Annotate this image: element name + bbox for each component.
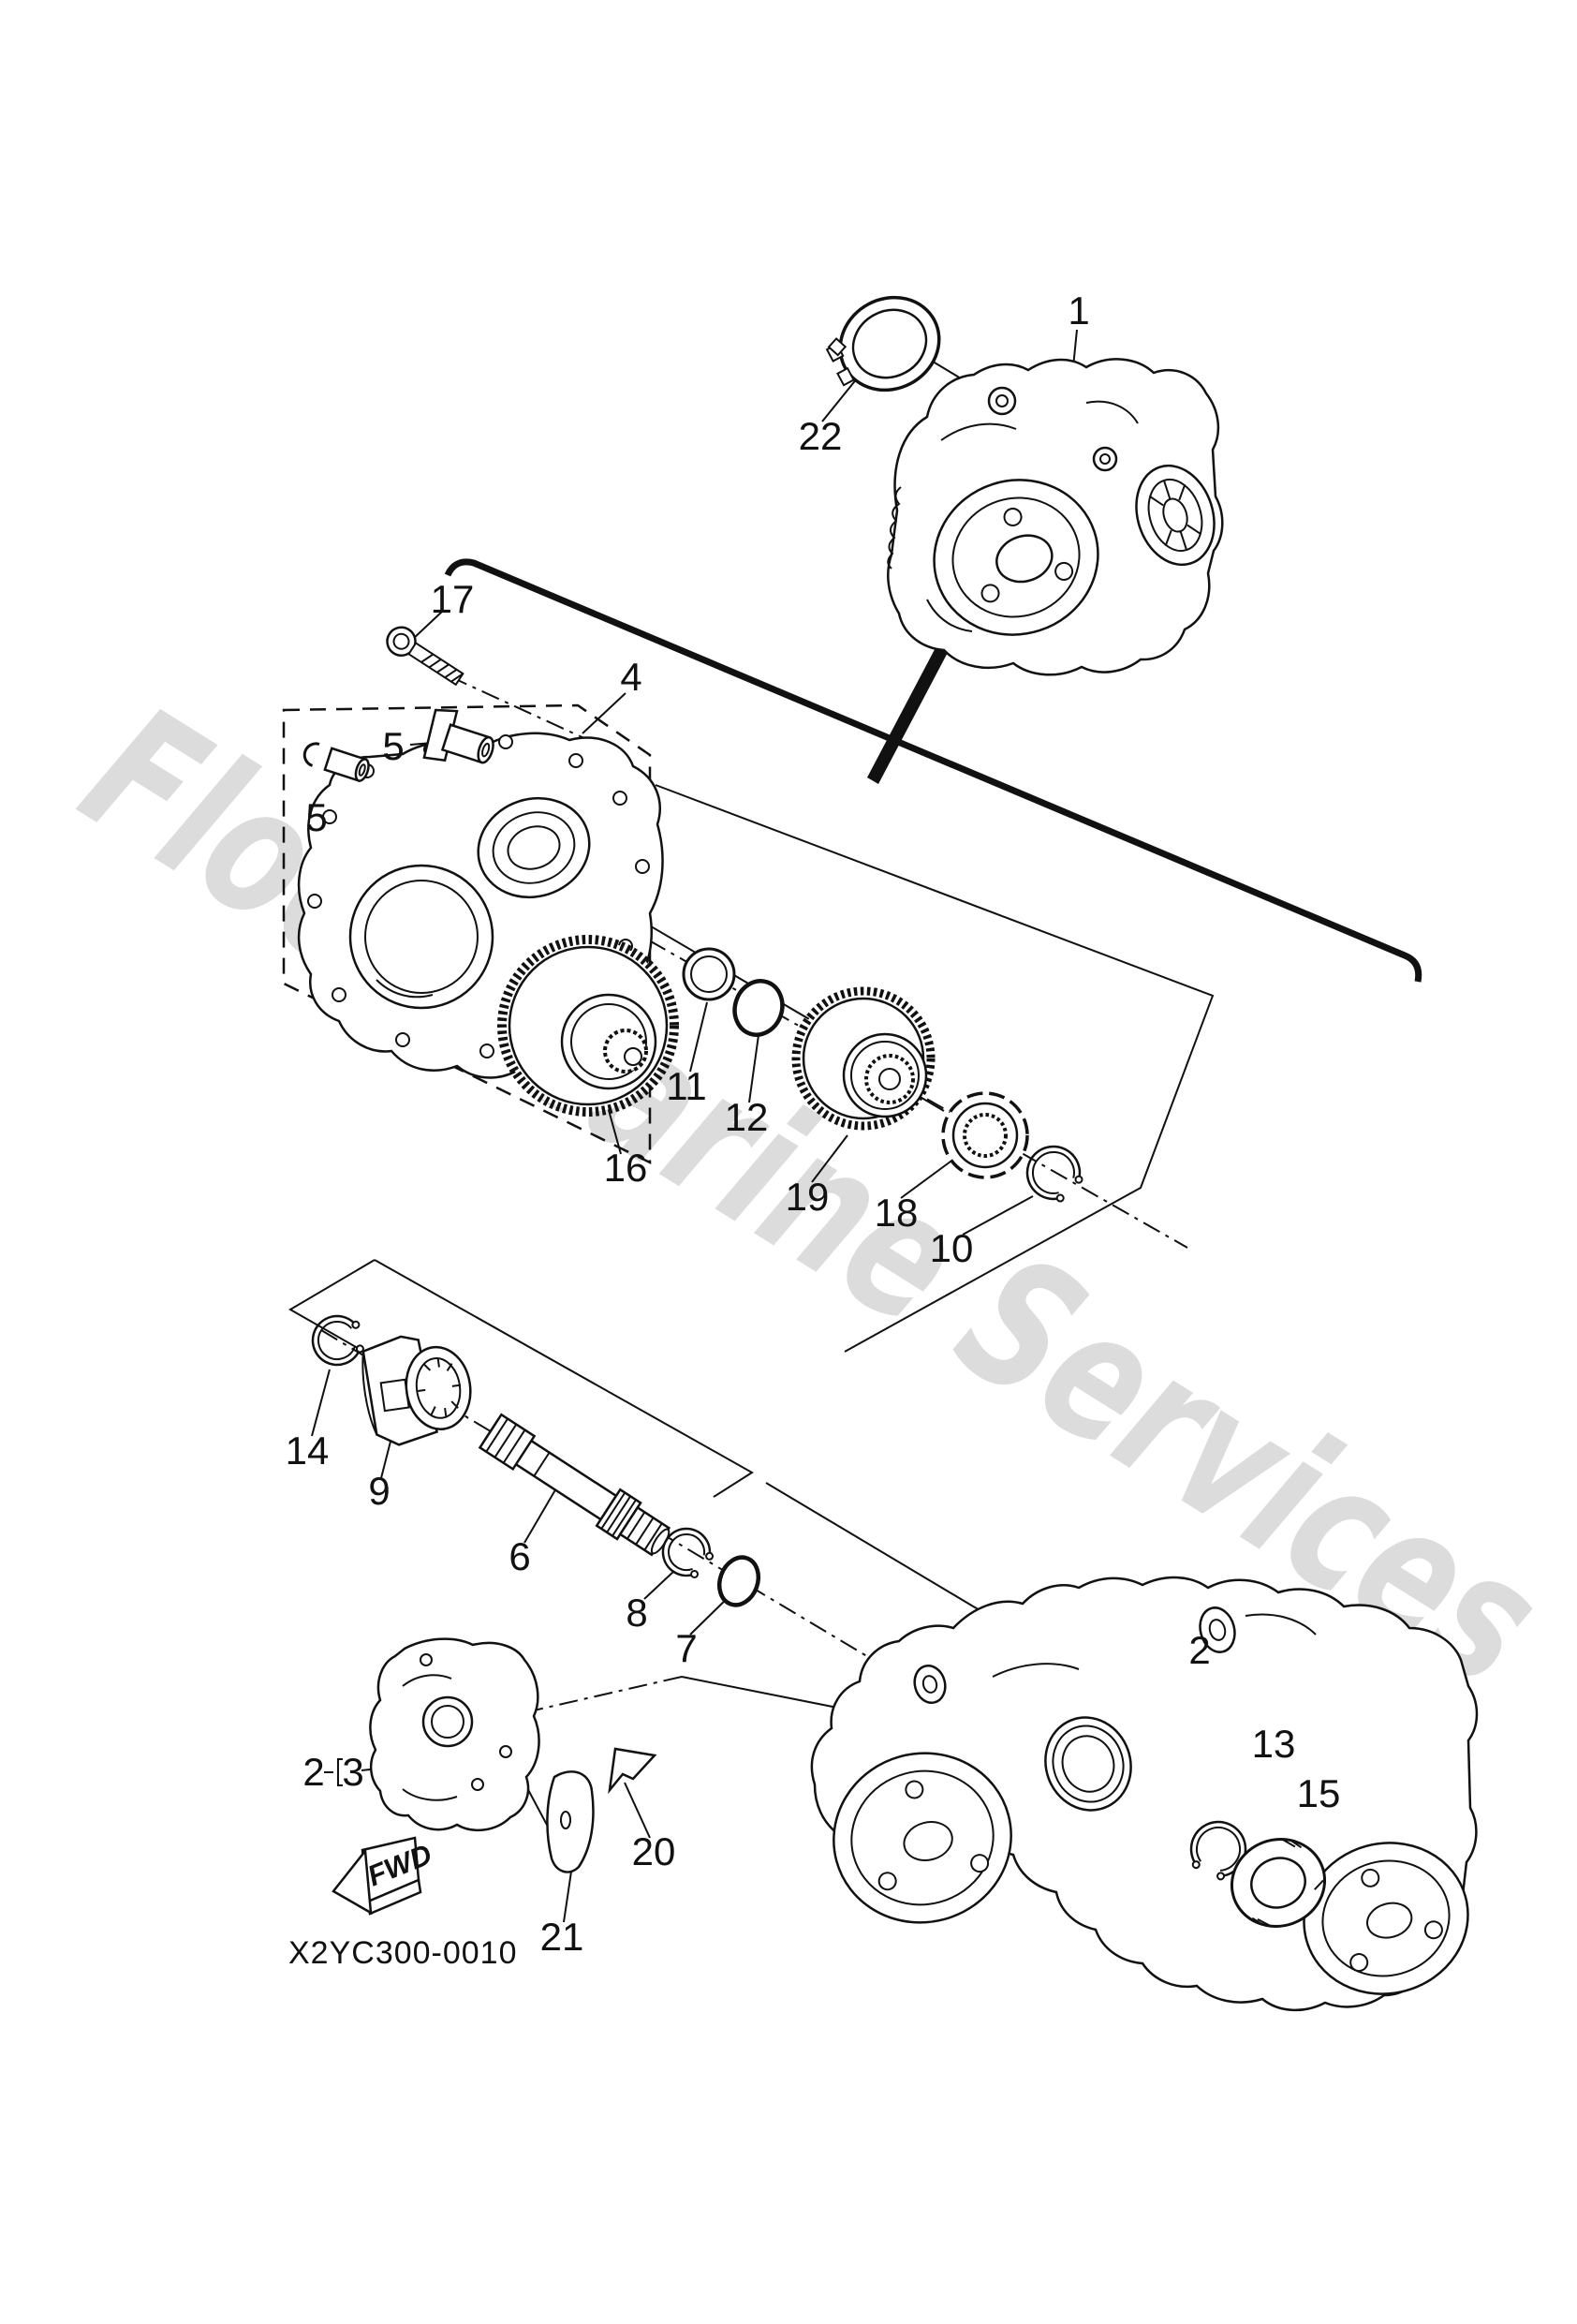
callout-21: 21 [540,1915,584,1959]
callout-10: 10 [930,1226,974,1270]
part-8-circlip [661,1527,715,1578]
callout-5-left: 5 [305,795,327,839]
part-20-shim [608,1747,657,1795]
part-19-driven-gear [791,986,936,1131]
group-leader-arrow [867,639,951,784]
callout-9: 9 [368,1469,390,1513]
callout-6: 6 [508,1534,530,1578]
part-21-shim-plate [546,1770,595,1873]
callout-1: 1 [1068,289,1089,333]
sub-assembly-bracket [324,1758,343,1786]
callout-14: 14 [286,1428,330,1473]
callout-22: 22 [799,414,843,458]
dashed-group-box [282,703,652,1165]
part-3-cover-plate [369,1637,540,1831]
part-9-coupling [361,1335,472,1446]
part-15-retainer-cap [1230,1838,1327,1928]
callout-18: 18 [875,1191,919,1235]
diagram-code: X2YC300-0010 [288,1935,518,1971]
callout-8: 8 [626,1591,647,1635]
callout-3-cover: 3 [342,1750,363,1794]
construction-lines [282,558,1422,1783]
callout-13: 13 [1252,1722,1296,1766]
part-2-transmission-housing [810,1576,1479,2012]
callout-19: 19 [786,1175,830,1219]
part-18-one-way-clutch [941,1091,1029,1179]
part-14-circlip [311,1314,364,1367]
callout-20: 20 [632,1829,676,1873]
callout-5-right: 5 [382,724,404,768]
callout-2-cover: 2 [302,1750,324,1794]
callout-labels: 1 22 17 4 5 5 16 11 12 19 18 10 14 9 6 8… [286,289,1341,1959]
callout-15: 15 [1297,1771,1341,1815]
part-10-circlip [1025,1145,1083,1203]
part-5-dowel-left [302,742,370,783]
callout-17: 17 [431,577,475,621]
callout-12: 12 [725,1095,769,1139]
callout-11: 11 [666,1064,707,1108]
part-5-dowel-right [422,708,494,764]
part-1-gear-case-housing [887,358,1224,676]
callout-2-housing: 2 [1188,1628,1210,1672]
group-leader-line [444,558,1422,983]
part-6-shaft [478,1413,671,1557]
part-12-oring [732,979,785,1037]
callout-7: 7 [675,1626,697,1670]
part-22-ring-nut [825,295,941,392]
fwd-direction-marker: FWD [332,1836,436,1916]
callout-4: 4 [620,655,641,699]
part-7-oring [716,1555,761,1607]
part-17-bolt [386,626,464,687]
part-11-washer [682,947,736,1001]
callout-16: 16 [604,1146,648,1190]
part-16-drive-gear [497,935,679,1117]
